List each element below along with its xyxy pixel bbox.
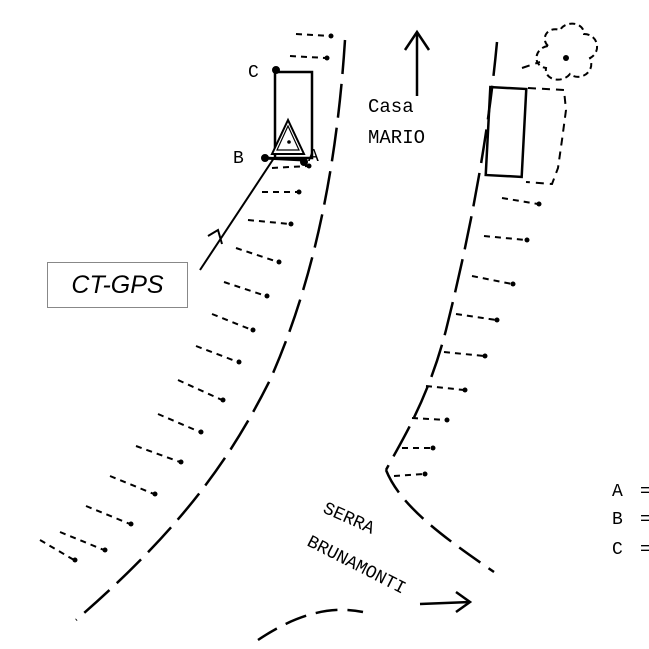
ct-gps-label: CT-GPS — [71, 270, 164, 299]
right-bank-hatching — [393, 197, 542, 477]
north-arrow-icon — [403, 29, 431, 96]
point-c-label: C — [248, 63, 259, 83]
point-a-marker — [300, 158, 308, 166]
left-bank-hatching — [39, 33, 334, 563]
point-a-label: A — [308, 147, 319, 167]
legend-key-a: A — [612, 482, 623, 502]
casa-label: Casa — [368, 96, 414, 118]
brunamonti-label: BRUNAMONTI — [303, 533, 408, 600]
legend-sep-c: = — [640, 540, 649, 560]
right-road-edge-upper — [384, 41, 499, 471]
legend: A = B = C = — [612, 482, 649, 560]
point-b-label: B — [233, 149, 244, 169]
ct-gps-label-box: CT-GPS — [47, 262, 188, 308]
serra-brunamonti-arrow-icon — [419, 590, 473, 614]
legend-key-b: B — [612, 510, 623, 530]
legend-key-c: C — [612, 540, 623, 560]
parked-car-rect — [484, 85, 528, 179]
survey-points — [261, 66, 308, 166]
tree-icon — [535, 22, 599, 81]
legend-sep-a: = — [640, 482, 649, 502]
point-c-marker — [272, 66, 280, 74]
legend-sep-b: = — [640, 510, 649, 530]
gps-track-arrow — [199, 157, 275, 271]
side-road-arc — [257, 608, 364, 642]
junction-corner-curve — [384, 469, 495, 574]
left-road-edge — [75, 39, 347, 621]
mario-label: MARIO — [368, 127, 425, 149]
serra-label: SERRA — [320, 499, 378, 539]
point-b-marker — [261, 154, 269, 162]
gps-triangle-icon — [270, 117, 306, 155]
